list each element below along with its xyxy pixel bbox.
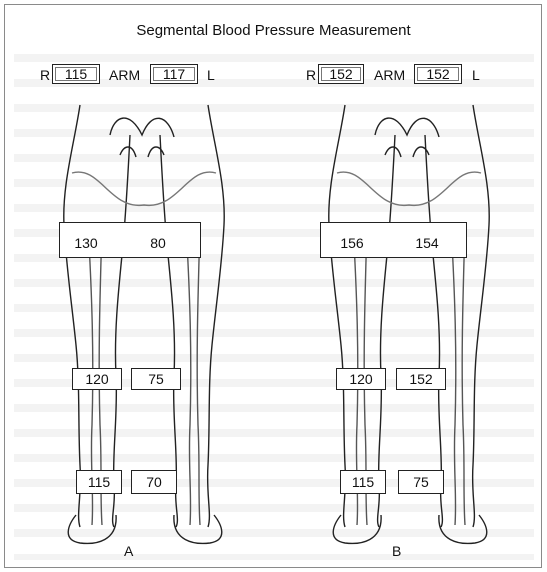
figure-title: Segmental Blood Pressure Measurement: [136, 22, 411, 39]
arm-left-value-b: 152: [414, 64, 462, 84]
arm-label-b: ARM: [374, 67, 406, 83]
right-label-b: R: [306, 67, 317, 83]
arm-left-value-a: 117: [150, 64, 198, 84]
calf-right-value-a: 120: [72, 368, 122, 390]
ankle-left-value-b: 75: [398, 470, 444, 494]
ankle-right-value-b: 115: [340, 470, 386, 494]
calf-left-value-b: 152: [396, 368, 446, 390]
thigh-right-value-b: 156: [340, 235, 364, 251]
calf-right-value-b: 120: [336, 368, 386, 390]
left-label-b: L: [472, 67, 480, 83]
calf-left-value-a: 75: [131, 368, 181, 390]
left-label-a: L: [207, 67, 215, 83]
thigh-cuff-a: [59, 222, 201, 258]
arm-right-value-a: 115: [52, 64, 100, 84]
arm-label-a: ARM: [109, 67, 141, 83]
thigh-left-value-a: 80: [150, 235, 166, 251]
right-label-a: R: [40, 67, 51, 83]
thigh-right-value-a: 130: [74, 235, 98, 251]
diagram-tag-a: A: [124, 543, 134, 559]
ankle-right-value-a: 115: [76, 470, 122, 494]
arm-right-value-b: 152: [318, 64, 364, 84]
diagram-tag-b: B: [392, 543, 402, 559]
thigh-left-value-b: 154: [415, 235, 439, 251]
thigh-cuff-b: [320, 222, 467, 258]
ankle-left-value-a: 70: [131, 470, 177, 494]
